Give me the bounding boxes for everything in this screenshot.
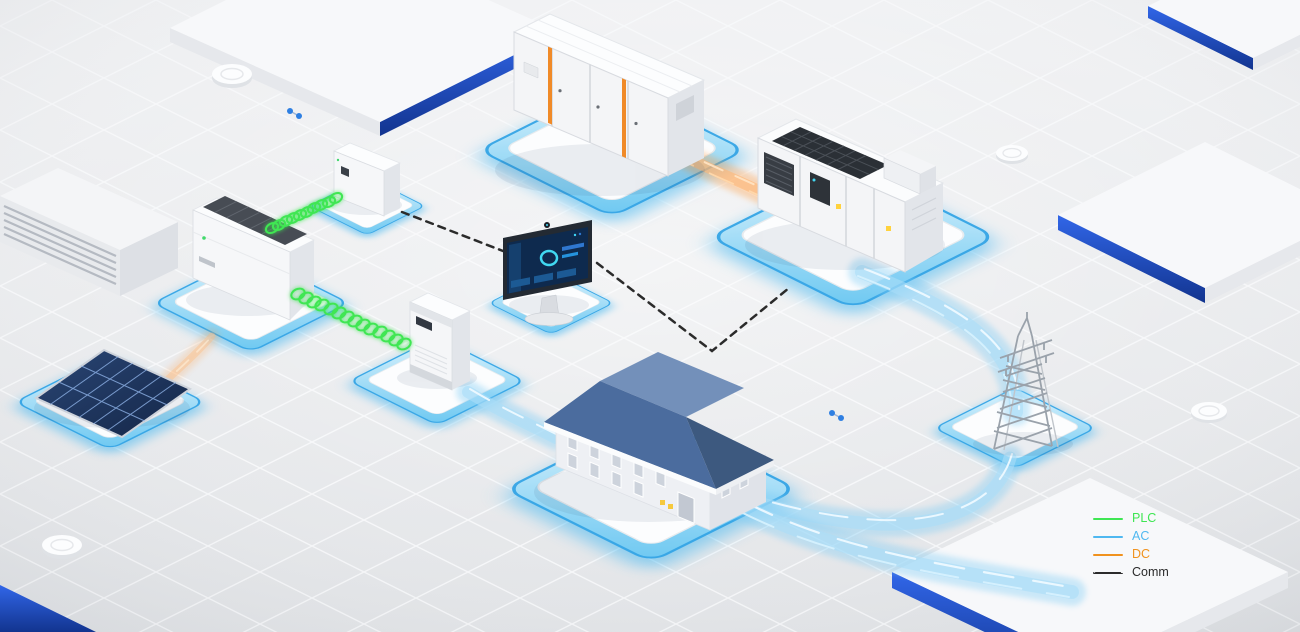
floor-disc	[996, 145, 1028, 164]
pcs-transformer-station	[756, 118, 945, 273]
battery-container	[512, 13, 706, 177]
monitor-screen	[507, 227, 588, 294]
monitoring-terminal	[503, 220, 592, 326]
building-sign	[668, 504, 673, 509]
connector-dots	[829, 410, 844, 421]
floor-disc	[42, 535, 82, 559]
slab-bottom-right	[892, 478, 1288, 632]
legend-label-ac: AC	[1132, 529, 1150, 543]
plc-coil-inverter-cabinet	[290, 287, 412, 351]
flow-ac-building-to-grid	[728, 492, 1086, 606]
monitor-base	[524, 312, 574, 326]
legend-line-plc	[1093, 517, 1123, 520]
floor-disc	[212, 64, 252, 88]
transmission-tower	[993, 312, 1059, 451]
legend-line-comm	[1093, 571, 1123, 574]
flow-ac-cabinet-to-building	[456, 380, 568, 450]
comm-monitor-to-pcs	[595, 261, 791, 353]
slab-right	[1058, 142, 1300, 303]
slab-bottom-left-corner	[0, 585, 96, 632]
slab-top-right	[1148, 0, 1300, 70]
comm-dongle-to-monitor	[400, 210, 505, 253]
legend-label-plc: PLC	[1132, 511, 1157, 525]
legend-row-dc: DC	[1093, 548, 1169, 561]
legend-line-ac	[1093, 535, 1123, 538]
battery-cabinet	[409, 292, 471, 391]
flow-ac-tower-to-building	[735, 445, 1023, 538]
floor-disc	[1191, 402, 1227, 423]
legend-row-comm: Comm	[1093, 566, 1169, 579]
building-door	[677, 491, 695, 524]
vented-structure	[0, 168, 178, 296]
roof-back	[600, 352, 744, 417]
legend-label-comm: Comm	[1132, 565, 1169, 579]
legend-label-dc: DC	[1132, 547, 1151, 561]
plc-coil-inverter-dongle	[264, 191, 344, 235]
building-sign	[660, 500, 665, 505]
smart-dongle	[333, 142, 401, 217]
legend: PLC AC DC Comm	[1093, 512, 1169, 579]
comm-lines	[400, 210, 791, 353]
connector-dots	[287, 108, 302, 119]
legend-line-dc	[1093, 553, 1123, 556]
legend-row-plc: PLC	[1093, 512, 1169, 525]
legend-row-ac: AC	[1093, 530, 1169, 543]
commercial-building	[544, 352, 774, 531]
solar-array	[33, 348, 193, 439]
roof-front	[544, 381, 716, 489]
